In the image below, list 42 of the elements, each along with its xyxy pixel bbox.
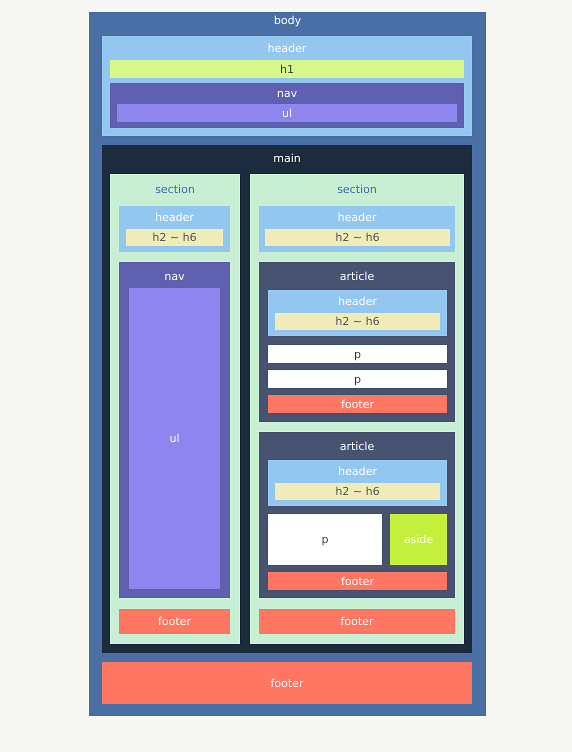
container-panel xyxy=(110,174,240,644)
container-panel xyxy=(268,460,447,506)
tag-block: footer xyxy=(102,662,472,704)
tag-label: main xyxy=(273,152,301,165)
container-panel xyxy=(119,206,230,252)
tag-block: h2 ~ h6 xyxy=(275,483,440,500)
tag-block: ul xyxy=(129,288,220,589)
tag-block: footer xyxy=(268,572,447,590)
tag-block: p xyxy=(268,370,447,388)
container-panel xyxy=(102,145,472,653)
tag-label: article xyxy=(340,440,374,453)
container-panel xyxy=(119,262,230,598)
container-panel xyxy=(259,262,455,422)
tag-label: header xyxy=(268,42,306,55)
container-panel xyxy=(259,206,455,252)
tag-block: h2 ~ h6 xyxy=(265,229,450,246)
tag-block: h2 ~ h6 xyxy=(126,229,223,246)
tag-block: h1 xyxy=(110,60,464,78)
tag-label: header xyxy=(338,465,377,478)
tag-label: section xyxy=(155,183,195,196)
tag-label: header xyxy=(155,211,194,224)
container-panel xyxy=(102,36,472,136)
container-panel xyxy=(268,290,447,336)
tag-label: body xyxy=(274,14,302,27)
tag-block: footer xyxy=(268,395,447,413)
tag-block: aside xyxy=(390,514,447,565)
container-panel xyxy=(110,83,464,128)
tag-label: nav xyxy=(164,270,185,283)
tag-block: ul xyxy=(117,104,457,122)
tag-label: header xyxy=(338,295,377,308)
tag-block: p xyxy=(268,514,382,565)
tag-label: header xyxy=(338,211,376,224)
tag-block: p xyxy=(268,345,447,363)
container-panel xyxy=(259,432,455,598)
tag-label: section xyxy=(337,183,377,196)
tag-label: article xyxy=(340,270,374,283)
container-panel xyxy=(250,174,464,644)
tag-block: h2 ~ h6 xyxy=(275,313,440,330)
tag-block: footer xyxy=(259,609,455,634)
tag-block: footer xyxy=(119,609,230,634)
container-panel xyxy=(89,12,486,716)
tag-label: nav xyxy=(276,87,298,100)
